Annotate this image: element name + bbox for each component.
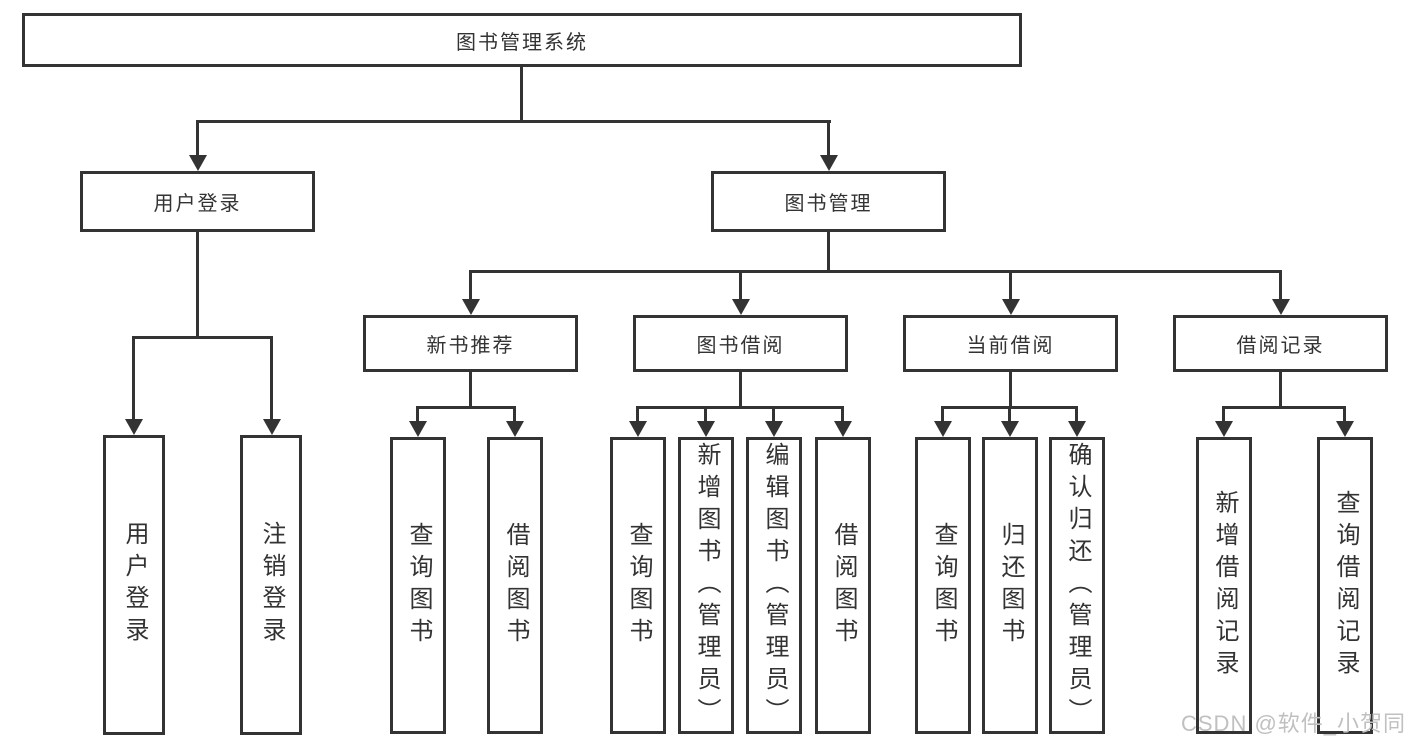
node-new-book-recommend: 新书推荐 [363,315,578,372]
arrow-to-leaf-confirm-return [1067,406,1086,437]
node-borrow-record-label: 借阅记录 [1236,335,1325,357]
leaf-borrow-book-2: 借阅图书 [815,437,871,734]
leaf-add-book: 新增图书（管理员） [678,437,734,734]
arrow-to-borrow-record [1271,270,1290,315]
node-current-borrow: 当前借阅 [903,315,1118,372]
arrow-to-leaf-borrow-book-2 [833,406,852,437]
leaf-query-borrow-record-label: 查询借阅记录 [1332,489,1359,682]
leaf-borrow-book-1: 借阅图书 [487,437,543,734]
node-book-borrow-label: 图书借阅 [696,335,785,357]
arrow-to-book-borrow [731,270,750,315]
leaf-query-book-2: 查询图书 [610,437,666,734]
connector-current-borrow-stem [1009,372,1012,409]
leaf-query-borrow-record: 查询借阅记录 [1317,437,1373,734]
leaf-confirm-return: 确认归还（管理员） [1049,437,1105,734]
leaf-add-borrow-record-label: 新增借阅记录 [1211,489,1238,682]
arrow-to-leaf-edit-book [764,406,783,437]
node-book-borrow: 图书借阅 [633,315,848,372]
connector-user-login-bus [132,336,273,339]
leaf-edit-book-label: 编辑图书（管理员） [761,441,788,730]
arrow-to-leaf-add-book [696,406,715,437]
leaf-user-login-label: 用户登录 [121,521,148,649]
arrow-to-leaf-return-book [1000,406,1019,437]
leaf-return-book-label: 归还图书 [997,521,1024,650]
arrow-to-user-login [188,120,207,171]
node-new-book-recommend-label: 新书推荐 [426,335,515,357]
connector-root-stem [520,67,523,123]
connector-new-book-stem [469,372,472,409]
arrow-to-leaf-borrow-book-1 [505,406,524,437]
leaf-query-book-3: 查询图书 [915,437,971,734]
node-root-label: 图书管理系统 [456,31,588,54]
connector-book-borrow-stem [739,372,742,409]
leaf-return-book: 归还图书 [982,437,1038,734]
watermark: CSDN @软件_小贺同学 [1181,711,1405,736]
arrow-to-leaf-logout [262,336,281,435]
arrow-to-leaf-query-book-1 [408,406,427,437]
connector-book-borrow-bus [636,406,844,409]
node-book-management: 图书管理 [711,171,946,232]
arrow-to-leaf-query-borrow-record [1335,406,1354,437]
node-current-borrow-label: 当前借阅 [966,335,1055,357]
leaf-add-borrow-record: 新增借阅记录 [1196,437,1252,734]
arrow-to-leaf-user-login [124,336,143,435]
connector-book-management-bus [469,270,1282,273]
leaf-logout-label: 注销登录 [258,521,285,649]
leaf-borrow-book-1-label: 借阅图书 [502,521,529,650]
leaf-user-login: 用户登录 [103,435,165,735]
leaf-query-book-3-label: 查询图书 [930,521,957,650]
arrow-to-current-borrow [1001,270,1020,315]
arrow-to-new-book-recommend [461,270,480,315]
arrow-to-leaf-add-borrow-record [1214,406,1233,437]
leaf-query-book-2-label: 查询图书 [625,521,652,650]
leaf-confirm-return-label: 确认归还（管理员） [1064,441,1091,730]
arrow-to-leaf-query-book-2 [628,406,647,437]
node-user-login-label: 用户登录 [153,193,242,215]
node-user-login: 用户登录 [80,171,315,232]
leaf-edit-book: 编辑图书（管理员） [746,437,802,734]
connector-root-bus [196,120,831,123]
node-book-management-label: 图书管理 [784,193,873,215]
leaf-add-book-label: 新增图书（管理员） [693,441,720,730]
node-borrow-record: 借阅记录 [1173,315,1388,372]
connector-borrow-record-stem [1279,372,1282,409]
leaf-borrow-book-2-label: 借阅图书 [830,521,857,650]
node-root: 图书管理系统 [22,13,1022,67]
arrow-to-book-management [819,120,838,171]
leaf-logout: 注销登录 [240,435,302,735]
connector-borrow-record-bus [1222,406,1346,409]
leaf-query-book-1: 查询图书 [390,437,446,734]
connector-user-login-stem [196,232,199,339]
leaf-query-book-1-label: 查询图书 [405,521,432,650]
connector-new-book-bus [416,406,516,409]
connector-book-management-stem [827,232,830,273]
arrow-to-leaf-query-book-3 [933,406,952,437]
